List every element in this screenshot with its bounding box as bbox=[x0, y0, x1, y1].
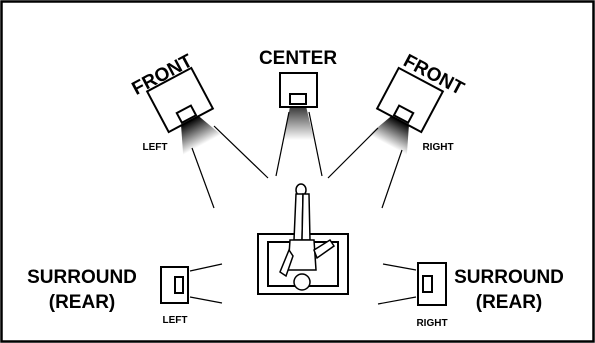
front-right-speaker bbox=[327, 66, 445, 209]
surround-left-label-line2: (REAR) bbox=[49, 292, 116, 313]
center-label: CENTER bbox=[259, 48, 337, 69]
listener-head bbox=[293, 273, 311, 291]
center-dispersion-line bbox=[275, 111, 290, 177]
front-right-sound-beam bbox=[368, 116, 409, 155]
surround-left-label-line1: SURROUND bbox=[27, 267, 137, 288]
surround-right-dispersion-line bbox=[377, 296, 417, 305]
surround-left-speaker bbox=[160, 263, 223, 304]
surround-left-dispersion-line bbox=[189, 263, 223, 272]
front-left-dispersion-line bbox=[191, 147, 215, 209]
center-driver bbox=[289, 93, 307, 105]
front-right-driver bbox=[392, 104, 415, 125]
surround-left-driver bbox=[174, 276, 184, 294]
surround-left-dispersion-line bbox=[189, 296, 223, 304]
center-sound-beam bbox=[284, 106, 314, 140]
surround-right-side-label: RIGHT bbox=[416, 318, 447, 329]
front-left-speaker bbox=[145, 66, 269, 209]
surround-left-side-label: LEFT bbox=[163, 315, 188, 326]
surround-right-label-line2: (REAR) bbox=[476, 292, 543, 313]
listener-leg-right bbox=[301, 193, 311, 241]
front-right-dispersion-line bbox=[327, 127, 379, 179]
center-dispersion-line bbox=[308, 111, 323, 177]
surround-right-speaker bbox=[377, 262, 447, 306]
listener-arm-left bbox=[279, 248, 294, 278]
front-right-side-label: RIGHT bbox=[422, 142, 453, 153]
front-left-sound-beam bbox=[181, 116, 222, 155]
front-left-side-label: LEFT bbox=[143, 142, 168, 153]
front-right-dispersion-line bbox=[381, 149, 403, 209]
center-speaker bbox=[275, 72, 323, 177]
listener-figure bbox=[279, 183, 336, 291]
surround-right-label-line1: SURROUND bbox=[454, 267, 564, 288]
surround-right-dispersion-line bbox=[382, 263, 417, 271]
listener-arm-right bbox=[313, 238, 336, 260]
front-left-dispersion-line bbox=[213, 125, 269, 179]
surround-right-driver bbox=[422, 275, 433, 293]
front-left-driver bbox=[175, 104, 198, 125]
